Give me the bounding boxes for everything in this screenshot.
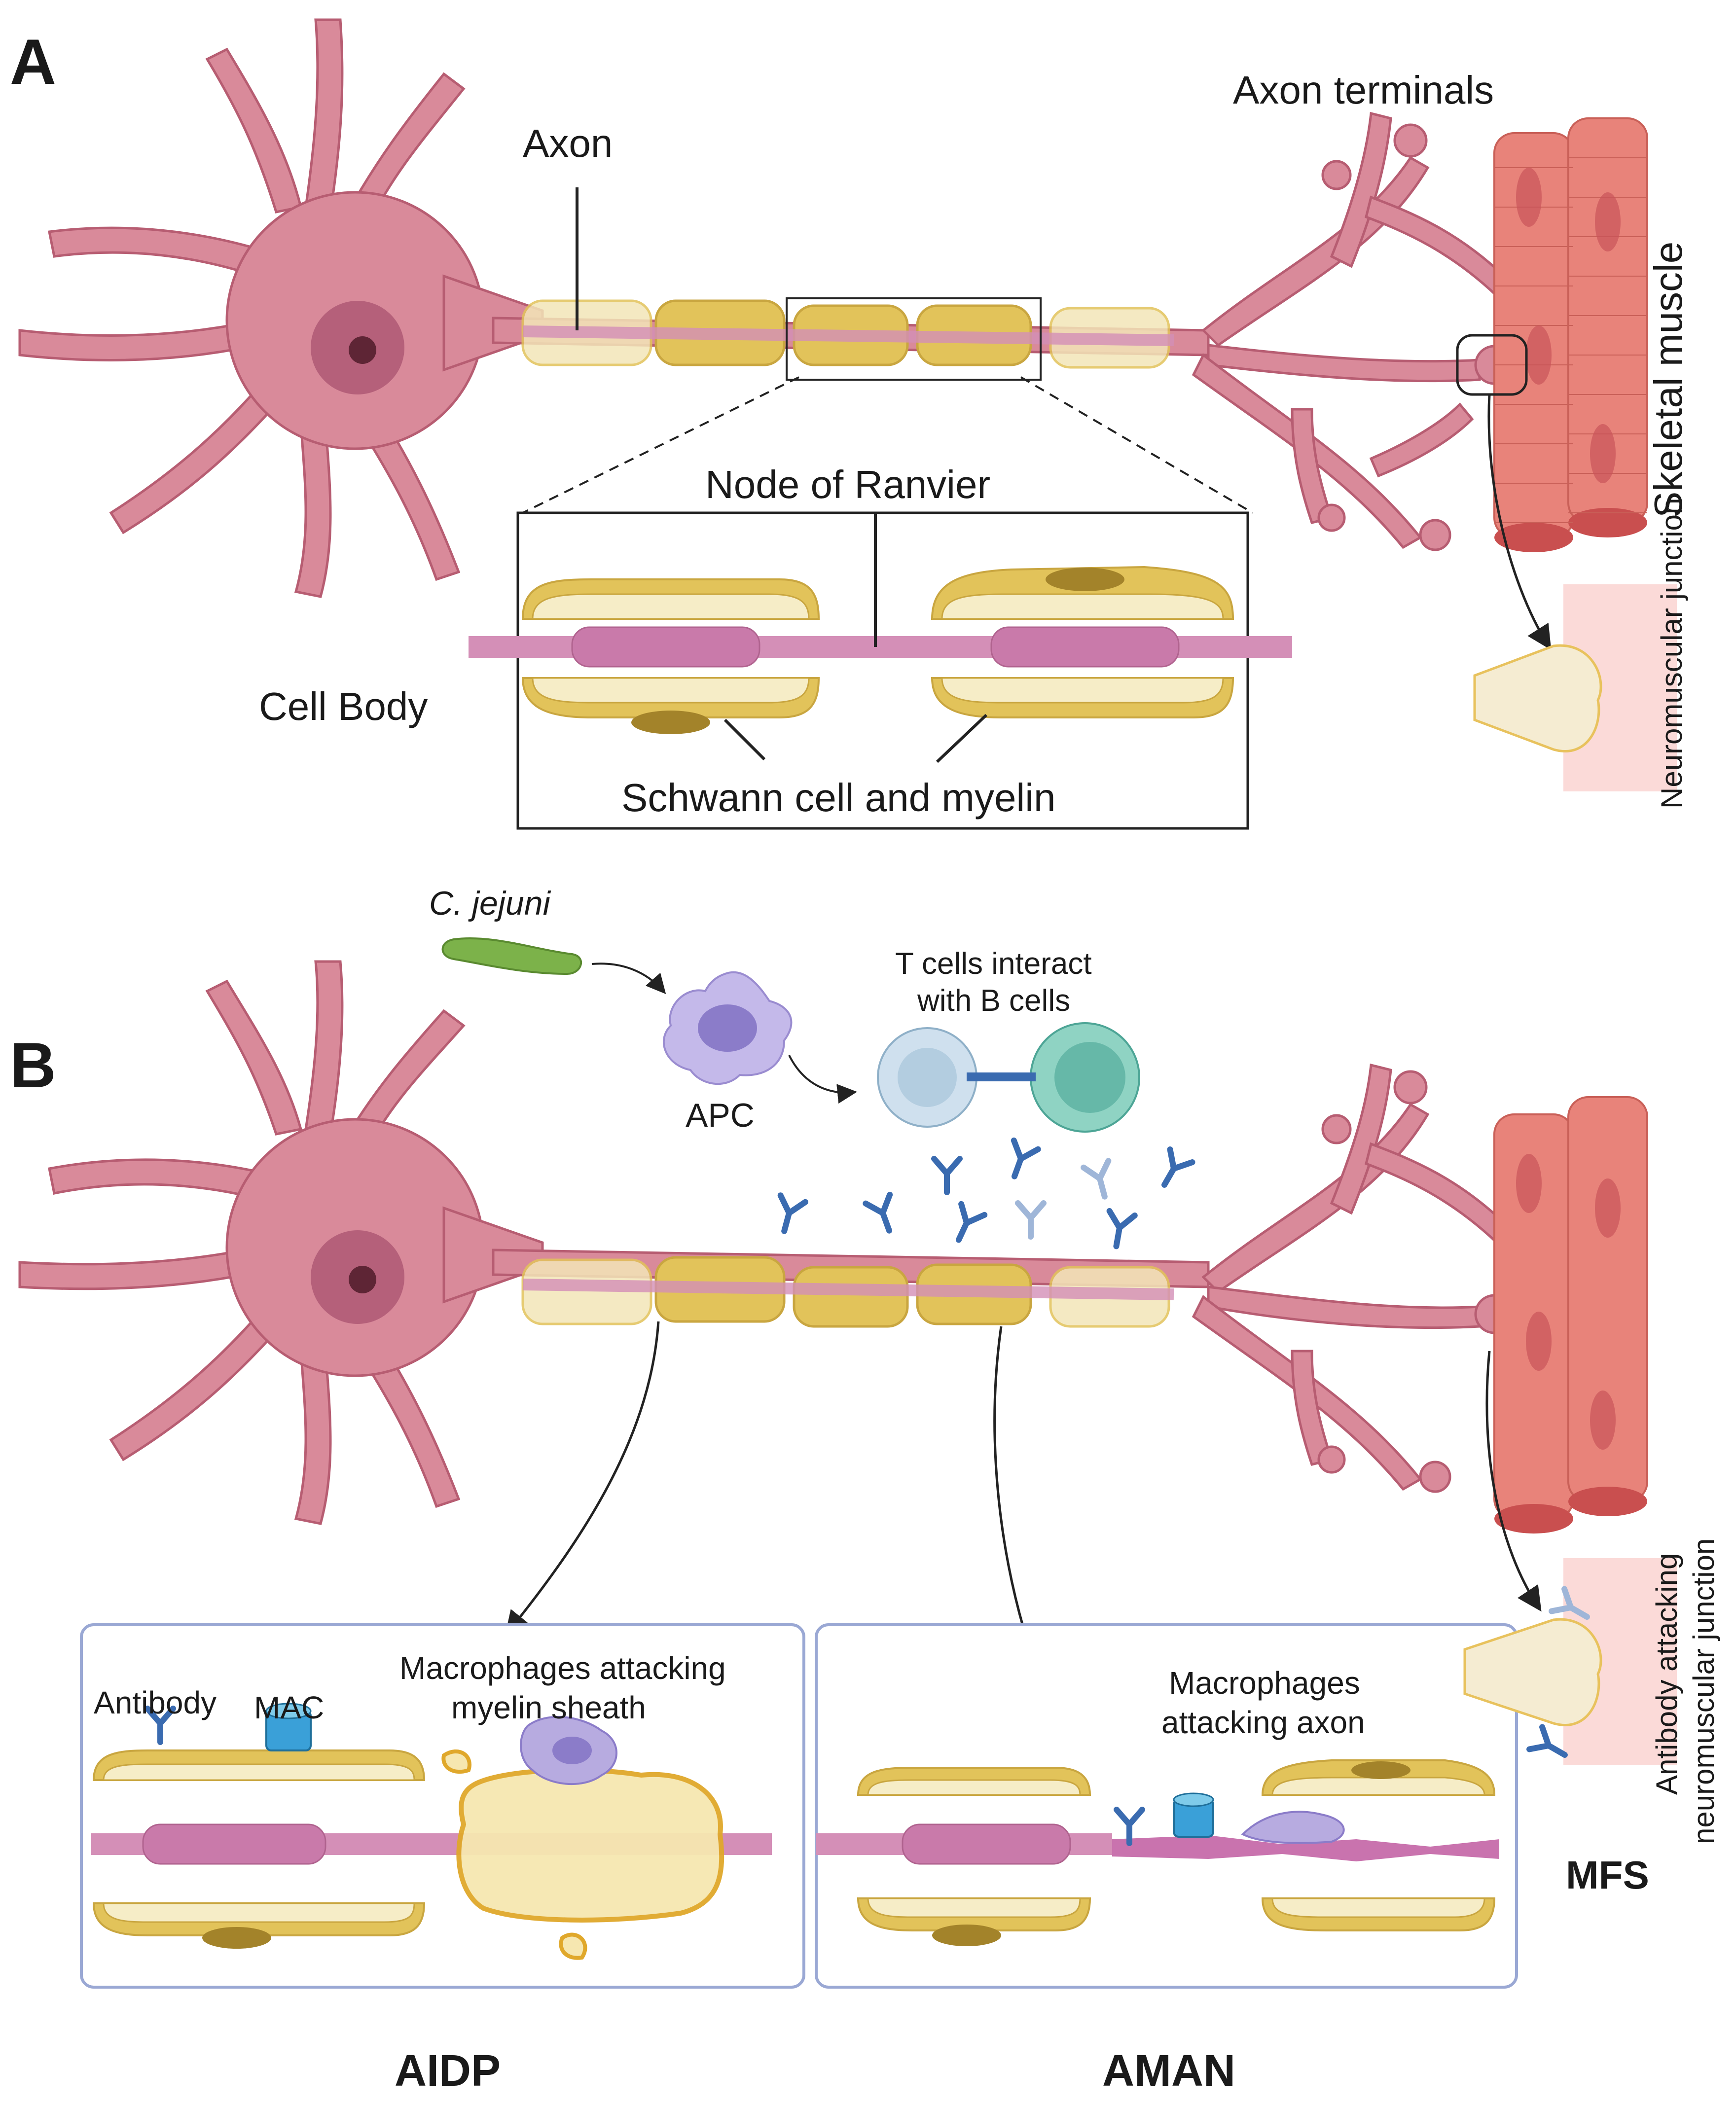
label-mac: MAC (254, 1690, 324, 1725)
label-cell-body: Cell Body (259, 684, 428, 728)
label-nmj-attack-1: Antibody attacking (1650, 1553, 1683, 1795)
axon-terminals-a (1192, 111, 1526, 551)
label-axon-terminals: Axon terminals (1233, 68, 1494, 112)
label-nmj-attack-2: neuromuscular junction (1687, 1538, 1720, 1844)
label-aman: AMAN (1102, 2046, 1235, 2096)
apc-cell-icon (662, 971, 793, 1085)
bacteria-icon (441, 937, 582, 975)
panel-b-letter: B (10, 1029, 56, 1101)
mac-complex-icon (1173, 1792, 1214, 1838)
label-apc: APC (686, 1097, 755, 1134)
aidp-box (80, 1623, 805, 1989)
arrow-to-mfs (1485, 1351, 1542, 1612)
label-cjejuni: C. jejuni (429, 885, 551, 922)
nmj-zoom-frame (1456, 334, 1528, 396)
label-antibody: Antibody (94, 1685, 217, 1720)
label-macro-myelin-2: myelin sheath (451, 1690, 646, 1725)
zoom-frame-a (786, 297, 1042, 381)
panel-b: B C. jejuni APC T cells interact with B … (10, 885, 1720, 2096)
panel-a-letter: A (10, 26, 56, 98)
arrow-to-aman (993, 1326, 1041, 1672)
label-aidp: AIDP (395, 2046, 501, 2096)
arrow-to-aidp (505, 1321, 660, 1636)
label-tcells-line2: with B cells (917, 984, 1070, 1018)
macrophage-icon (1241, 1811, 1345, 1844)
neuron-a (18, 18, 544, 598)
aman-box (815, 1623, 1518, 1989)
axon-terminals-b (1192, 1063, 1526, 1493)
ranvier-inset (469, 376, 1292, 830)
label-macro-myelin-1: Macrophages attacking (399, 1650, 726, 1686)
axon-core-a (522, 325, 1174, 346)
label-mfs: MFS (1566, 1853, 1649, 1897)
label-macro-axon-2: attacking axon (1161, 1705, 1365, 1740)
skeletal-muscle-a (1493, 117, 1648, 553)
t-b-cells-icon (877, 1022, 1140, 1133)
myelin-segment (793, 1266, 909, 1328)
label-node-of-ranvier: Node of Ranvier (705, 463, 990, 506)
label-tcells-line1: T cells interact (895, 947, 1092, 981)
mac-complex-icon (265, 1703, 312, 1751)
arrow-apc-to-tcells (788, 1055, 857, 1104)
neuron-b (18, 960, 544, 1525)
label-nmj: Neuromuscular junction (1655, 498, 1688, 809)
arrow-bacteria-to-apc (591, 963, 666, 995)
nucleolus-a (349, 336, 376, 364)
panel-a: A (10, 18, 1690, 830)
axon-core-b (522, 1279, 1174, 1300)
label-axon: Axon (523, 121, 613, 165)
skeletal-muscle-b (1493, 1096, 1648, 1534)
antibody-cluster (772, 1141, 1192, 1249)
nmj-arrow (1487, 394, 1552, 650)
nmj-inset-b (1463, 1558, 1677, 1766)
nucleolus-b (349, 1266, 376, 1293)
label-macro-axon-1: Macrophages (1169, 1665, 1360, 1701)
label-skeletal-muscle: Skeletal muscle (1646, 242, 1690, 518)
label-schwann-cell: Schwann cell and myelin (621, 776, 1055, 820)
nmj-inset-a (1473, 584, 1677, 791)
